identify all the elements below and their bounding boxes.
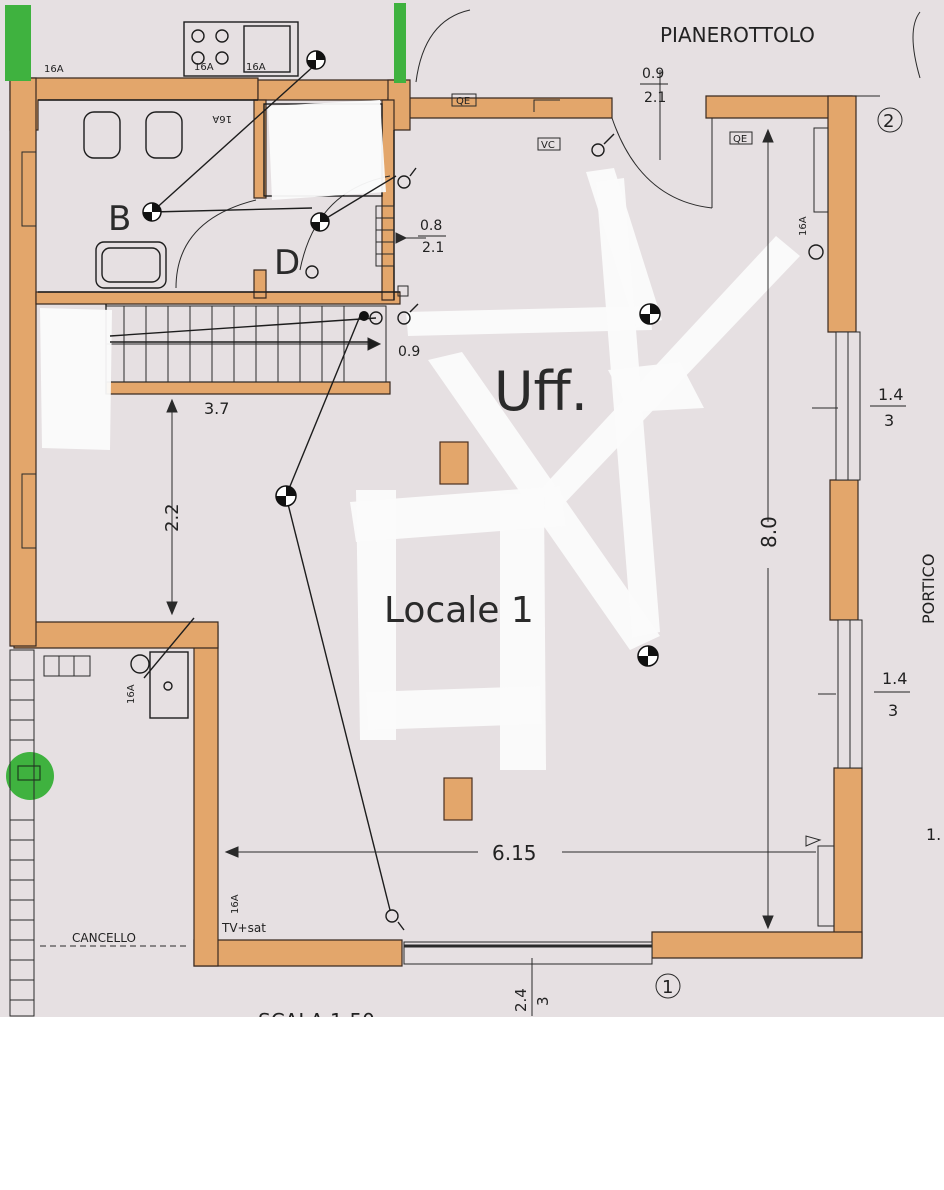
light-point-icon: [310, 212, 330, 232]
marker-2-circle: [877, 107, 903, 133]
dim-door-d-den: 2.1: [422, 240, 444, 256]
light-point-icon: [639, 303, 661, 325]
label-vc: VC: [541, 140, 555, 151]
dim-window-lower-num: 1.4: [882, 669, 907, 688]
label-qe-right: QE: [733, 134, 747, 145]
equipment-boxes: [397, 93, 753, 297]
light-point-icon: [142, 202, 162, 222]
floor-plan-sheet: PIANEROTTOLO Uff. Locale 1 B D 1 2 6.15 …: [0, 0, 944, 1017]
dim-window-upper-num: 1.4: [878, 385, 903, 404]
label-tv: TV+sat: [221, 921, 266, 935]
marker-1: 1: [662, 977, 673, 998]
correction-tape: [40, 100, 800, 770]
light-point-icon: [637, 645, 659, 667]
dim-right-edge: 1.: [926, 825, 941, 844]
label-cancello: CANCELLO: [72, 931, 136, 945]
label-socket-5: 16A: [798, 216, 809, 236]
dim-door-top-num: 0.9: [642, 66, 664, 82]
dim-height-right: 8.0: [757, 516, 781, 548]
label-qe-top: QE: [456, 96, 470, 107]
blank-page-area: [0, 1017, 944, 1190]
green-mark-top: [394, 3, 406, 83]
dimension-lines: [40, 70, 880, 1016]
wiring-lines: [109, 63, 397, 911]
label-socket-6: 16A: [126, 684, 137, 704]
green-mark-left: [5, 5, 31, 81]
dim-window-upper-den: 3: [884, 411, 894, 430]
room-locale: Locale 1: [384, 590, 534, 631]
pillar-lower: [443, 777, 473, 821]
label-scale-partial: SCALA 1:50: [258, 1009, 375, 1017]
room-landing: PIANEROTTOLO: [660, 23, 815, 47]
dim-left-gap: 2.2: [162, 503, 183, 532]
windows: [21, 127, 863, 965]
marker-1-circle: [655, 973, 681, 999]
label-socket-3: 16A: [246, 62, 266, 73]
dim-door-d-num: 0.8: [420, 218, 442, 234]
light-points: [142, 50, 661, 667]
dim-window-lower-den: 3: [888, 701, 898, 720]
floor-plan-drawing: PIANEROTTOLO Uff. Locale 1 B D 1 2 6.15 …: [5, 3, 942, 1017]
small-stairs: [375, 205, 395, 267]
light-point-icon: [306, 50, 326, 70]
dim-door-stairs: 0.9: [398, 344, 420, 360]
label-socket-7: 16A: [230, 894, 241, 914]
label-socket-1: 16A: [44, 64, 64, 75]
label-portico: PORTICO: [919, 554, 938, 624]
dim-bottom-door-den: 3: [534, 996, 552, 1006]
pillar-upper: [439, 441, 469, 485]
label-socket-4: 16A: [212, 113, 232, 124]
marker-2: 2: [883, 111, 894, 132]
room-office: Uff.: [494, 360, 588, 423]
light-point-icon: [275, 485, 297, 507]
room-bath-d: D: [274, 243, 300, 283]
dim-stairs-len: 3.7: [204, 399, 229, 418]
switch-symbols: [130, 133, 824, 931]
green-mark-circle: [6, 752, 54, 800]
dim-door-top-den: 2.1: [644, 90, 666, 106]
dim-bottom-door-num: 2.4: [512, 988, 530, 1012]
exterior-steps: [9, 649, 91, 1017]
room-bath-b: B: [108, 199, 131, 239]
dim-width-bottom: 6.15: [492, 841, 537, 865]
plan-labels: PIANEROTTOLO Uff. Locale 1 B D 1 2 6.15 …: [44, 23, 941, 1017]
label-socket-2: 16A: [194, 62, 214, 73]
